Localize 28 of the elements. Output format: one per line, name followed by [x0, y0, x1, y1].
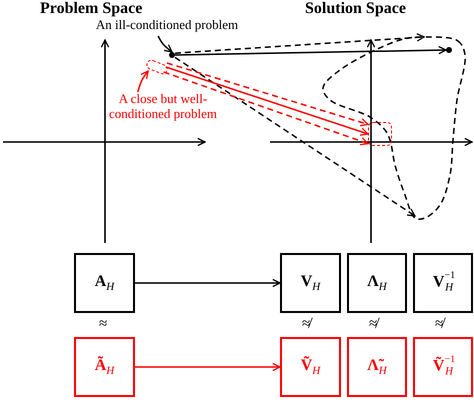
arrow: [174, 33, 425, 54]
relation-symbol: ≉: [369, 316, 378, 333]
panel-title: Solution Space: [305, 0, 406, 18]
arrow: [174, 46, 447, 56]
point-marker: [446, 47, 452, 53]
matrix-box: Ã$_{H}$: [74, 337, 135, 397]
relation-symbol: ≈: [99, 316, 108, 333]
relation-symbol: ≉: [302, 316, 310, 333]
matrix-box: Λ̃$_{H}$: [347, 337, 407, 397]
relation-symbol: ≉: [435, 316, 444, 333]
matrix-box: Λ$_{H}$: [347, 253, 407, 313]
arrow: [166, 62, 369, 126]
matrix-box: Ṽ$_{H}$: [280, 337, 341, 397]
arrow: [163, 71, 369, 146]
leader-arrow: [157, 36, 173, 53]
arrow: [166, 66, 369, 136]
arrow: [135, 362, 281, 372]
matrix-box: V$_{H}$: [280, 253, 341, 313]
annotation-text: An ill-conditioned problem: [94, 18, 240, 33]
panel-title: Problem Space: [40, 0, 142, 18]
matrix-box: A$_{H}$: [74, 253, 135, 313]
leader-arrow: [137, 70, 149, 92]
annotation-text: A close but well-conditioned problem: [108, 92, 218, 122]
arrow: [135, 278, 281, 288]
point-marker: [169, 52, 175, 58]
arrow: [174, 56, 416, 217]
dashed-region: [144, 58, 170, 76]
dashed-region: [368, 122, 392, 146]
